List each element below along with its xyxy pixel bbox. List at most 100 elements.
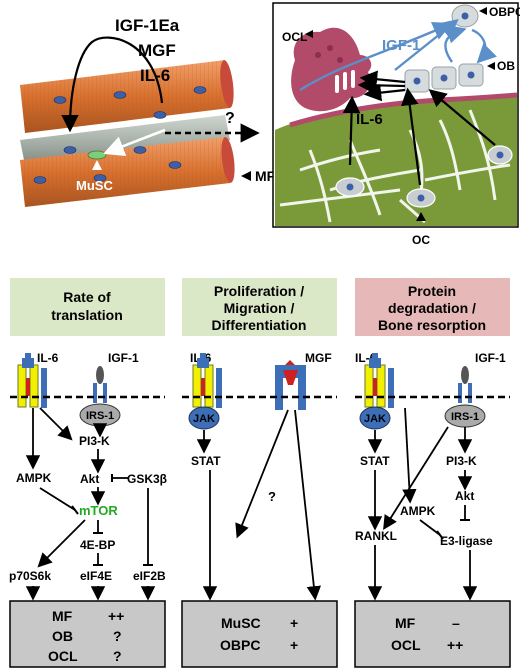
- panel-translation: Rate of translation IL-6 IGF-1 IRS-1 PI3…: [9, 278, 167, 668]
- eif2b-label: eIF2B: [133, 569, 166, 583]
- il6-receptor: [364, 353, 394, 408]
- result-effect-mf: ++: [108, 608, 124, 624]
- oc-pointer: [416, 212, 426, 221]
- result-effect-ob: ?: [113, 628, 122, 644]
- ob-pointer: [487, 62, 495, 70]
- gsk3b-label: GSK3β: [127, 472, 167, 486]
- bone-il6-label: IL-6: [356, 111, 383, 128]
- obpc-label: OBPC: [489, 5, 520, 19]
- irs1-label: IRS-1: [451, 411, 479, 423]
- mtor-label: mTOR: [79, 503, 118, 518]
- panel-header-line1: Proliferation /: [214, 283, 304, 299]
- irs1-label: IRS-1: [86, 410, 114, 422]
- ampk-label: AMPK: [400, 504, 436, 518]
- panel-header-box: [10, 278, 165, 336]
- oc-label: OC: [412, 233, 430, 247]
- osteoblasts: [404, 63, 484, 93]
- canaliculi-network: [279, 109, 511, 224]
- musc-pointer: [92, 160, 102, 170]
- result-box: [354, 600, 511, 668]
- musc-label: MuSC: [76, 178, 113, 193]
- rankl-label: RANKL: [355, 529, 397, 543]
- result-box: [9, 600, 166, 668]
- jak-node: [188, 406, 220, 430]
- panel-proliferation: Proliferation / Migration / Differentiat…: [181, 278, 338, 668]
- musc-activation-arrow: [103, 128, 166, 157]
- result-effect-ocl: ++: [447, 637, 463, 653]
- result-cell-obpc: OBPC: [220, 637, 260, 653]
- panel-header-line2: translation: [51, 307, 123, 323]
- ob-label: OB: [497, 59, 515, 73]
- panel-header-line3: Differentiation: [212, 317, 307, 333]
- ampk-label: AMPK: [16, 471, 52, 485]
- result-cell-ocl: OCL: [48, 648, 78, 664]
- il6-receptor: [17, 353, 47, 408]
- panel-header-box: [182, 278, 337, 336]
- osteoclast-nuclei: [315, 45, 343, 63]
- autocrine-loop-arrow: [61, 36, 164, 133]
- result-cell-mf: MF: [395, 615, 416, 631]
- result-effect-ocl: ?: [113, 648, 122, 664]
- stat-label: STAT: [191, 454, 221, 468]
- result-cell-musc: MuSC: [221, 615, 261, 631]
- result-effect-mf: –: [452, 615, 460, 631]
- unknown-link-question: ?: [268, 489, 276, 504]
- p70s6k-label: p70S6k: [9, 569, 51, 583]
- jak-label: JAK: [193, 413, 215, 425]
- pathway-arrows: [196, 409, 322, 601]
- muscle-fiber-lower: [20, 137, 235, 207]
- ocl-pointer: [305, 30, 313, 38]
- osteocytes: [335, 145, 513, 208]
- satellite-cell: [87, 150, 107, 160]
- myonuclei: [33, 86, 207, 184]
- bone-igf1-label: IGF-1: [382, 37, 420, 54]
- result-effect-musc: +: [290, 615, 298, 631]
- mf-label: MF: [255, 168, 276, 184]
- panel-header-line1: Rate of: [63, 289, 111, 305]
- muscle-illustration: IGF-1Ea MGF IL-6 ? MuSC MF: [20, 16, 276, 207]
- akt-label: Akt: [80, 472, 99, 486]
- pi3k-label: PI3-K: [446, 454, 477, 468]
- jak-label: JAK: [364, 413, 386, 425]
- result-cell-mf: MF: [52, 608, 73, 624]
- panel-header-line2: Migration /: [224, 300, 295, 316]
- mf-pointer: [241, 171, 251, 181]
- osteoclast: [291, 27, 372, 112]
- receptor-label-igf1: IGF-1: [475, 351, 506, 365]
- jak-node: [359, 406, 391, 430]
- receptor-label-igf1: IGF-1: [108, 351, 139, 365]
- bone-matrix: [275, 96, 517, 226]
- 4ebp-label: 4E-BP: [80, 538, 115, 552]
- result-effect-obpc: +: [290, 637, 298, 653]
- bone-illustration: IGF-1 IL-6 OCL OBPC OB OC: [272, 2, 520, 247]
- panel-header-box: [355, 278, 510, 336]
- ruffled-border: [335, 70, 355, 93]
- receptor-label-mgf: MGF: [305, 351, 332, 365]
- ocl-label: OCL: [282, 30, 307, 44]
- akt-label: Akt: [455, 489, 474, 503]
- muscle-to-bone-question: ?: [225, 110, 235, 127]
- factor-label-igf1ea: IGF-1Ea: [115, 16, 180, 35]
- pathway-arrows: [25, 407, 156, 601]
- il6-arrows: [342, 70, 496, 186]
- igf1-receptor: [93, 366, 107, 403]
- panel-header-line2: degradation /: [388, 300, 476, 316]
- result-cell-ob: OB: [52, 628, 73, 644]
- panel-degradation: Protein degradation / Bone resorption IL…: [354, 278, 511, 668]
- factor-label-mgf: MGF: [138, 41, 176, 60]
- result-cell-ocl: OCL: [391, 637, 421, 653]
- bone-surface: [289, 92, 518, 128]
- il6-receptor: [192, 353, 222, 408]
- result-box: [181, 600, 338, 668]
- stat-label: STAT: [360, 454, 390, 468]
- e3-ligase-label: E3-ligase: [440, 534, 493, 548]
- igf1-arrows: [299, 19, 497, 92]
- eif4e-label: eIF4E: [80, 569, 112, 583]
- obpc-pointer: [479, 7, 487, 15]
- panel-header-line1: Protein: [408, 283, 456, 299]
- igf1-receptor: [458, 366, 472, 403]
- receptor-label-il6: IL-6: [37, 351, 59, 365]
- mgf-receptor: [275, 360, 306, 410]
- pi3k-label: PI3-K: [79, 434, 110, 448]
